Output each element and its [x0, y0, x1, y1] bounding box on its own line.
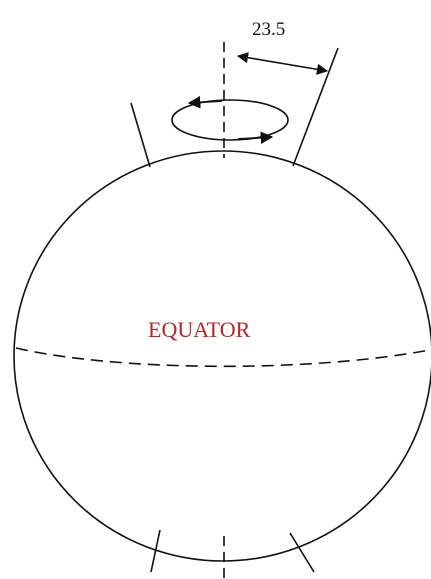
equator-label: EQUATOR	[148, 317, 251, 342]
top-left-slant-line	[131, 103, 150, 167]
tilt-angle-arrow	[238, 56, 327, 71]
bottom-right-slant-line	[290, 533, 314, 572]
rotation-ellipse	[172, 100, 288, 140]
equator-line	[16, 348, 430, 366]
globe-outline	[14, 151, 431, 561]
rotation-arrow-right	[238, 137, 272, 139]
tilt-angle-label: 23.5	[252, 19, 285, 40]
rotation-arrow-left	[189, 101, 222, 103]
